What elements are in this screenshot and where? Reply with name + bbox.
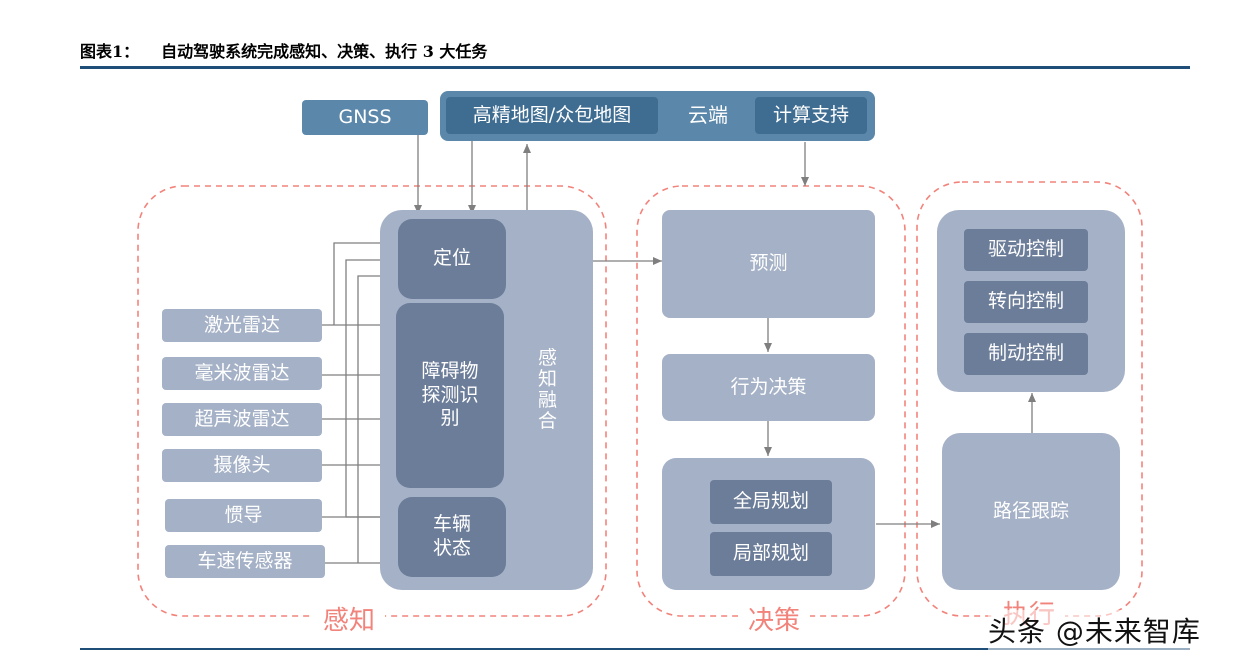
- figure-label: 图表1：: [80, 42, 140, 61]
- sensor-camera: 摄像头: [162, 449, 322, 482]
- sensor-inertial-label: 惯导: [224, 503, 263, 526]
- sensor-mmwave-radar: 毫米波雷达: [162, 357, 322, 390]
- path-tracking-box: 路径跟踪: [942, 433, 1120, 590]
- localization-box: 定位: [398, 219, 506, 299]
- sensor-speed-label: 车速传感器: [197, 549, 293, 572]
- local-planning-label: 局部规划: [732, 542, 809, 565]
- behavior-decision-label: 行为决策: [730, 375, 807, 398]
- decision-stage-text: 决策: [748, 606, 801, 636]
- localization-label: 定位: [432, 247, 471, 270]
- sensor-lidar: 激光雷达: [162, 309, 322, 342]
- bottom-rule: [80, 648, 1190, 650]
- compute-box: 计算支持: [755, 97, 867, 134]
- watermark: 头条 @未来智库: [988, 610, 1201, 650]
- top-rule: [80, 66, 1190, 69]
- vehicle-state-label: 车辆 状态: [432, 513, 471, 559]
- gnss-box: GNSS: [302, 100, 428, 135]
- perception-stage-label: 感知: [313, 600, 386, 637]
- sensor-inertial: 惯导: [165, 499, 322, 532]
- global-planning-label: 全局规划: [732, 490, 809, 513]
- local-planning-box: 局部规划: [710, 532, 832, 576]
- cloud-label-text: 云端: [688, 103, 728, 127]
- cloud-label: 云端: [672, 97, 744, 134]
- behavior-decision-box: 行为决策: [662, 354, 875, 421]
- obstacle-detection-box: 障碍物 探测识 别: [396, 303, 504, 488]
- hd-map-box: 高精地图/众包地图: [446, 97, 658, 134]
- sensor-lidar-label: 激光雷达: [203, 313, 280, 336]
- sensor-ultrasonic-radar: 超声波雷达: [162, 403, 322, 436]
- global-planning-box: 全局规划: [710, 480, 832, 524]
- sensor-mmwave-label: 毫米波雷达: [194, 361, 290, 384]
- steering-control-box: 转向控制: [964, 281, 1088, 323]
- hd-map-label: 高精地图/众包地图: [472, 103, 632, 126]
- compute-label: 计算支持: [772, 103, 849, 126]
- vehicle-state-box: 车辆 状态: [398, 497, 506, 577]
- fusion-label: 感 知 融 合: [525, 330, 570, 450]
- figure-title-text: 自动驾驶系统完成感知、决策、执行 3 大任务: [161, 42, 488, 61]
- obstacle-detection-label: 障碍物 探测识 别: [421, 359, 479, 430]
- sensor-camera-label: 摄像头: [213, 453, 271, 476]
- sensor-ultrasonic-label: 超声波雷达: [194, 407, 290, 430]
- drive-control-box: 驱动控制: [964, 229, 1088, 271]
- path-tracking-label: 路径跟踪: [992, 499, 1069, 522]
- figure-title: 图表1： 自动驾驶系统完成感知、决策、执行 3 大任务: [80, 38, 487, 62]
- prediction-box: 预测: [662, 210, 875, 318]
- perception-stage-text: 感知: [323, 606, 376, 636]
- brake-control-label: 制动控制: [987, 342, 1064, 365]
- gnss-label: GNSS: [338, 105, 392, 128]
- watermark-text: 头条 @未来智库: [988, 615, 1201, 648]
- drive-control-label: 驱动控制: [987, 238, 1064, 261]
- fusion-label-text: 感 知 融 合: [537, 347, 557, 432]
- steering-control-label: 转向控制: [987, 290, 1064, 313]
- brake-control-box: 制动控制: [964, 333, 1088, 375]
- sensor-speed: 车速传感器: [165, 545, 325, 578]
- prediction-label: 预测: [749, 252, 788, 275]
- decision-stage-label: 决策: [738, 600, 811, 637]
